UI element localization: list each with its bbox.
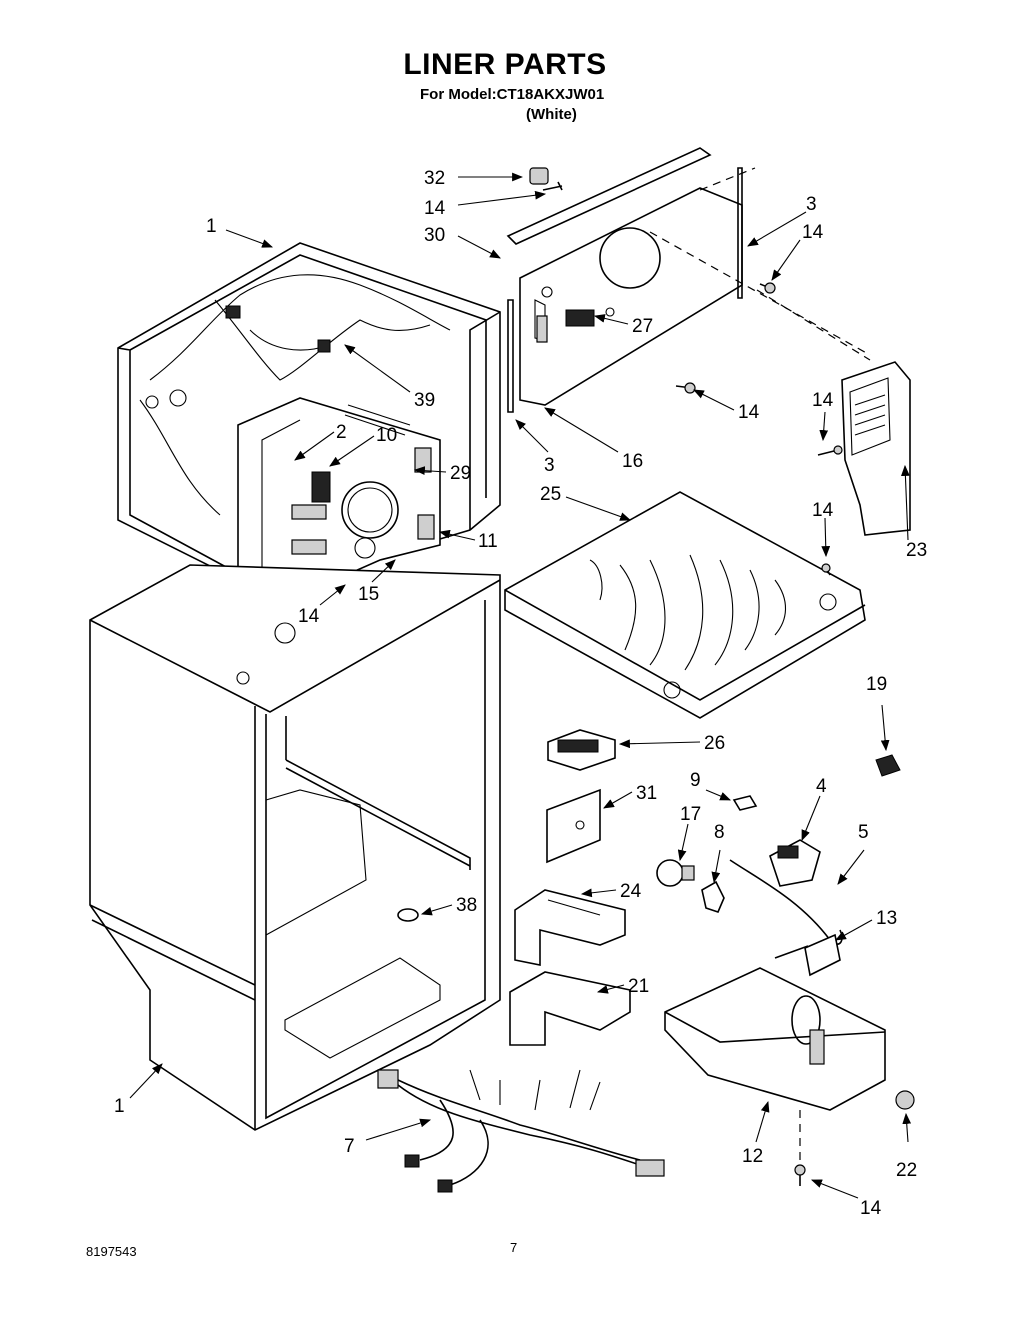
callout-16: 16	[622, 451, 643, 472]
part-4-thermostat	[729, 839, 843, 945]
callout-2: 2	[336, 422, 347, 443]
part-17-bulb	[656, 859, 695, 887]
callout-14: 14	[812, 390, 834, 411]
part-38-grommet	[397, 908, 419, 922]
part-25-tray	[504, 491, 866, 719]
screws-top	[529, 167, 776, 394]
callout-23: 23	[906, 540, 927, 561]
callout-11: 11	[478, 531, 498, 552]
freezer-liner	[117, 242, 501, 613]
callout-29: 29	[450, 463, 471, 484]
part-9-clip	[732, 795, 758, 811]
callout-38: 38	[456, 895, 477, 916]
callout-4: 4	[816, 776, 827, 797]
callout-14: 14	[802, 222, 824, 243]
callout-30: 30	[424, 225, 445, 246]
callout-13: 13	[876, 908, 897, 929]
callout-24: 24	[620, 881, 642, 902]
callout-14: 14	[298, 606, 320, 627]
callout-27: 27	[632, 316, 653, 337]
part-19-cap	[875, 754, 901, 777]
document-number: 8197543	[86, 1244, 137, 1259]
callout-3: 3	[544, 455, 555, 476]
part-8-socket	[701, 880, 725, 913]
callout-17: 17	[680, 804, 701, 825]
part-24-bracket	[514, 889, 626, 966]
screw-bottom	[794, 1110, 806, 1186]
callout-21: 21	[628, 976, 649, 997]
callout-9: 9	[690, 770, 701, 791]
callout-5: 5	[858, 822, 869, 843]
callout-10: 10	[376, 425, 397, 446]
callout-1: 1	[206, 216, 217, 237]
callout-26: 26	[704, 733, 725, 754]
part-7-wire-harness	[377, 1069, 665, 1193]
callout-3: 3	[806, 194, 817, 215]
color-line: (White)	[526, 106, 577, 123]
callout-14: 14	[860, 1198, 882, 1219]
callout-39: 39	[414, 390, 435, 411]
part-12-light-housing	[664, 967, 886, 1111]
callout-14: 14	[738, 402, 760, 423]
callout-22: 22	[896, 1160, 917, 1181]
callout-numbers: 32 14 30 1 3 14 27 39 14 14 2 10 29 3 16…	[114, 168, 927, 1219]
callout-14: 14	[812, 500, 834, 521]
callout-leaders	[129, 172, 912, 1199]
callout-14: 14	[424, 198, 446, 219]
callout-15: 15	[358, 584, 379, 605]
part-22-knob	[895, 1090, 915, 1110]
page-number: 7	[510, 1240, 518, 1255]
callout-12: 12	[742, 1146, 763, 1167]
callout-32: 32	[424, 168, 445, 189]
callout-19: 19	[866, 674, 887, 695]
part-13-switch	[774, 933, 841, 977]
part-21-bracket	[509, 971, 631, 1046]
callout-8: 8	[714, 822, 725, 843]
part-31-plate	[546, 788, 601, 864]
callout-25: 25	[540, 484, 561, 505]
control-housing-plate	[506, 147, 871, 413]
fresh-food-liner	[89, 537, 501, 1131]
page-title: LINER PARTS	[403, 48, 607, 81]
callout-31: 31	[636, 783, 657, 804]
part-23-housing	[817, 361, 911, 536]
callout-7: 7	[344, 1136, 355, 1157]
model-line: For Model:CT18AKXJW01	[420, 86, 605, 103]
callout-1: 1	[114, 1096, 125, 1117]
part-26-switch	[547, 729, 616, 771]
